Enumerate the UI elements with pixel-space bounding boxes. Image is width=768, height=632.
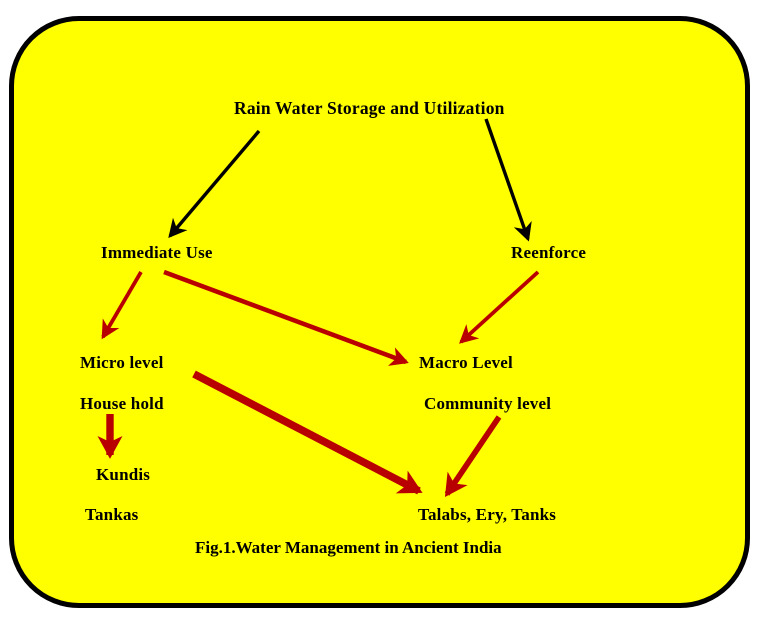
node-tankas: Tankas [85,505,139,524]
figure-caption: Fig.1.Water Management in Ancient India [195,538,502,557]
node-macro-level: Macro Level [419,353,513,372]
node-house-hold: House hold [80,394,164,413]
node-micro-level: Micro level [80,353,164,372]
node-reenforce: Reenforce [511,243,587,262]
node-community-level: Community level [424,394,552,413]
node-immediate-use: Immediate Use [101,243,213,262]
node-talabs-ery-tanks: Talabs, Ery, Tanks [418,505,557,524]
node-root: Rain Water Storage and Utilization [234,98,505,118]
node-kundis: Kundis [96,465,151,484]
